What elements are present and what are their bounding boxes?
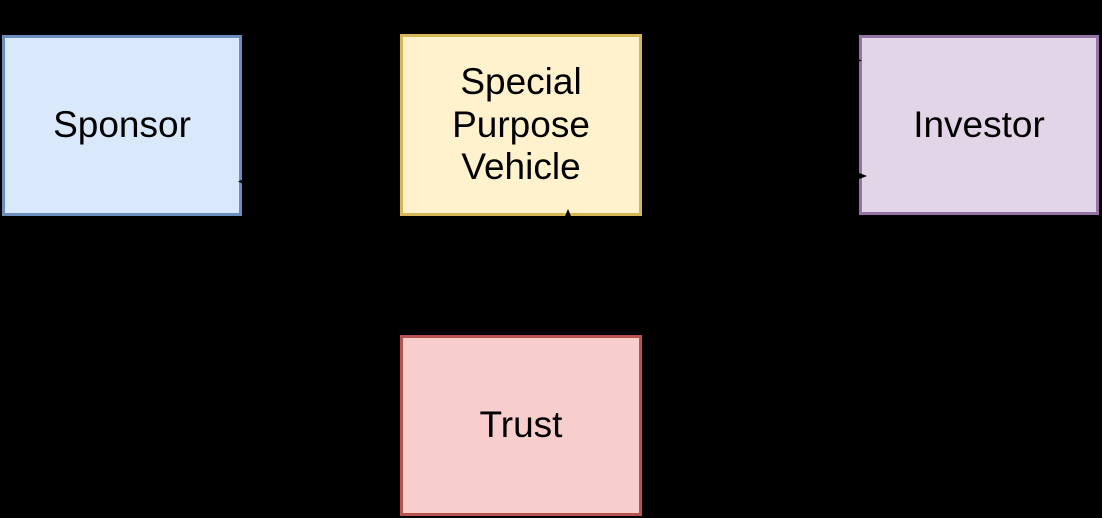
node-investor-label: Investor (913, 103, 1045, 145)
node-trust-label: Trust (479, 404, 563, 446)
node-special-purpose-vehicle-label: Special Purpose Vehicle (452, 61, 590, 188)
node-special-purpose-vehicle[interactable]: Special Purpose Vehicle (400, 34, 642, 216)
node-sponsor-label: Sponsor (53, 104, 191, 146)
node-trust[interactable]: Trust (400, 335, 642, 516)
node-sponsor[interactable]: Sponsor (2, 35, 242, 216)
node-investor[interactable]: Investor (859, 35, 1099, 215)
